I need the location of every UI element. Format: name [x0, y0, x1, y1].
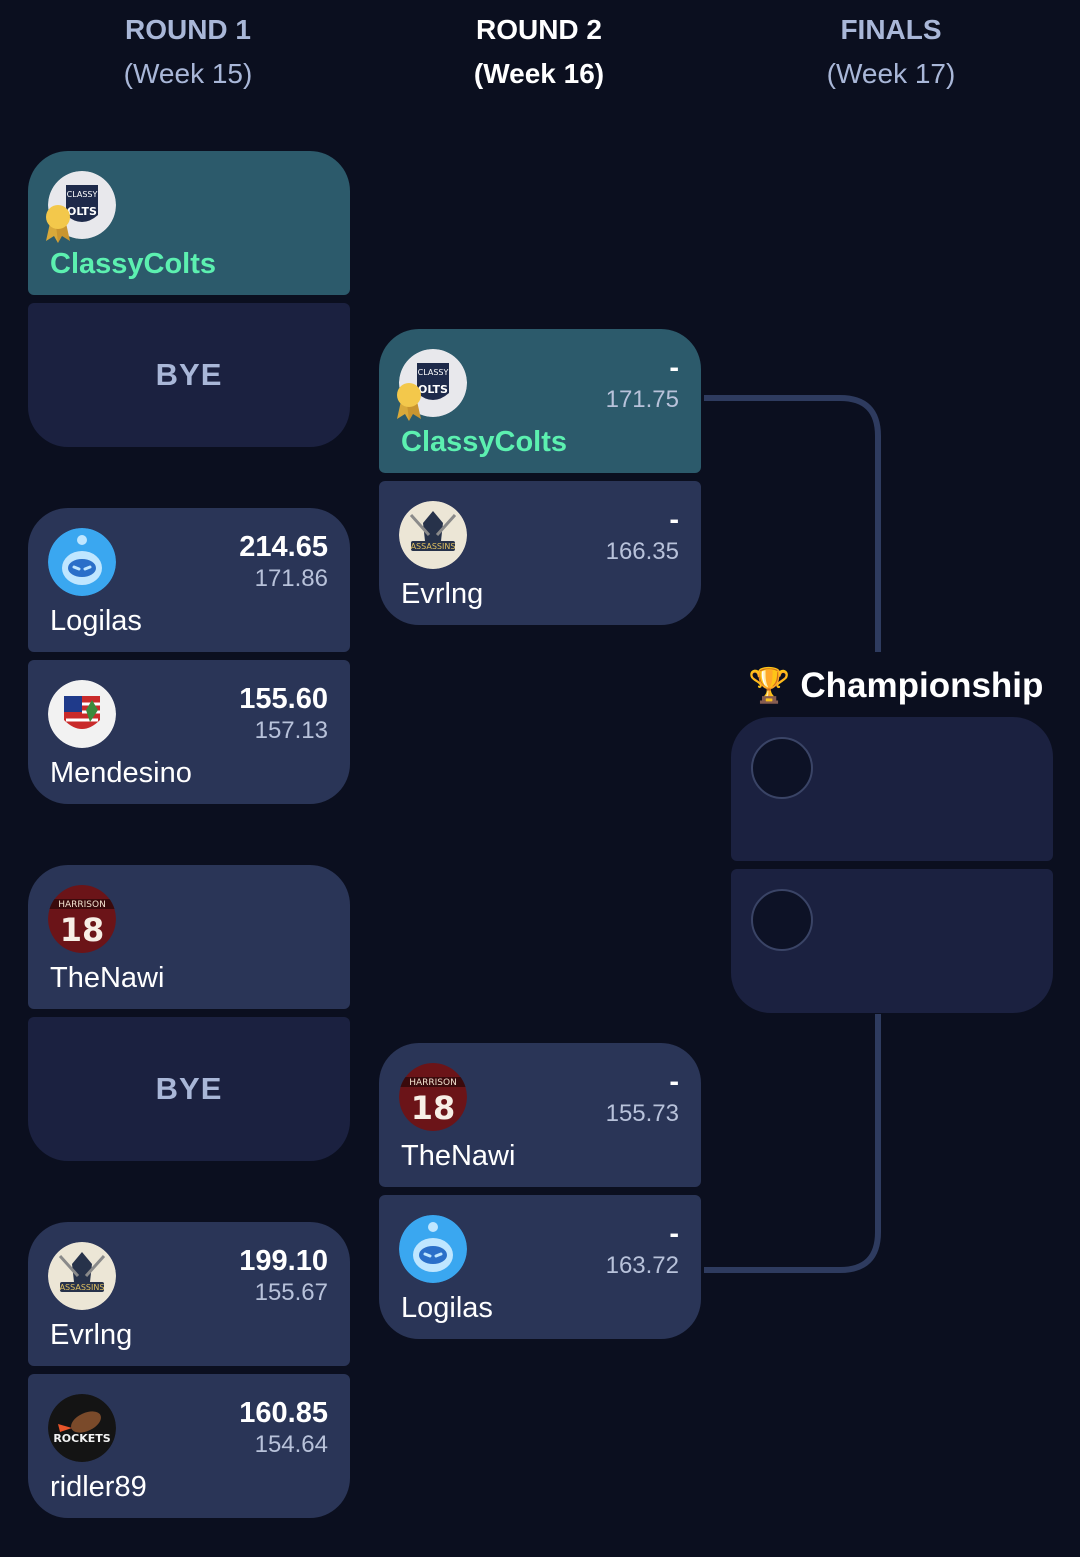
svg-text:18: 18: [60, 911, 105, 949]
bye-card: BYE: [28, 303, 350, 447]
svg-text:CLASSY: CLASSY: [418, 368, 449, 377]
svg-text:OLTS: OLTS: [67, 205, 97, 218]
score-block: 160.85 154.64: [239, 1396, 328, 1460]
score-block: 214.65 171.86: [239, 530, 328, 594]
championship-label: 🏆 Championship: [748, 666, 1043, 706]
team-name: Logilas: [401, 1292, 493, 1324]
svg-text:OLTS: OLTS: [418, 383, 448, 396]
projected-score: 171.86: [254, 565, 328, 592]
score-block: - 171.75: [606, 351, 679, 415]
score-block: - 166.35: [606, 503, 679, 567]
projected-score: 157.13: [254, 717, 328, 744]
flag-shield-logo-icon: [48, 680, 116, 748]
trophy-icon: 🏆: [748, 667, 791, 705]
empty-avatar-placeholder: [751, 737, 813, 799]
team-name: TheNawi: [401, 1140, 516, 1172]
score: -: [669, 1218, 679, 1250]
svg-text:ASSASSINS: ASSASSINS: [60, 1283, 105, 1292]
team-card-classycolts[interactable]: CLASSY OLTS ClassyColts: [28, 151, 350, 295]
winner-ribbon-icon: [393, 381, 425, 421]
team-card-logilas[interactable]: - 163.72 Logilas: [379, 1195, 701, 1339]
svg-text:CLASSY: CLASSY: [67, 190, 98, 199]
svg-text:HARRISON: HARRISON: [58, 900, 106, 910]
projected-score: 155.67: [254, 1279, 328, 1306]
blue-robot-avatar-icon: [48, 528, 116, 596]
round-1-week: (Week 15): [123, 58, 253, 89]
svg-text:ROCKETS: ROCKETS: [53, 1432, 110, 1445]
team-name: ClassyColts: [401, 426, 568, 458]
score-block: - 155.73: [606, 1065, 679, 1129]
team-name: Evrlng: [401, 578, 484, 610]
team-name: Logilas: [50, 605, 142, 637]
team-card-logilas[interactable]: 214.65 171.86 Logilas: [28, 508, 350, 652]
round-1-header[interactable]: ROUND 1 (Week 15): [28, 12, 348, 92]
bye-card: BYE: [28, 1017, 350, 1161]
score-block: 155.60 157.13: [239, 682, 328, 746]
assassins-logo-icon: ASSASSINS: [48, 1242, 116, 1310]
round-2-header[interactable]: ROUND 2 (Week 16): [379, 12, 699, 92]
empty-avatar-placeholder: [751, 889, 813, 951]
projected-score: 163.72: [605, 1252, 679, 1279]
finals-title: FINALS: [840, 14, 942, 45]
blue-robot-avatar-icon: [399, 1215, 467, 1283]
team-name: ClassyColts: [50, 248, 217, 280]
round-2-title: ROUND 2: [475, 14, 602, 45]
team-name: Mendesino: [50, 757, 192, 789]
score: -: [669, 1066, 679, 1098]
finals-week: (Week 17): [826, 58, 956, 89]
svg-text:18: 18: [411, 1089, 456, 1127]
projected-score: 155.73: [605, 1100, 679, 1127]
score: 160.85: [239, 1397, 328, 1429]
score-block: - 163.72: [606, 1217, 679, 1281]
assassins-logo-icon: ASSASSINS: [399, 501, 467, 569]
bye-label: BYE: [155, 1071, 223, 1106]
classycolts-logo-icon: CLASSY OLTS: [399, 349, 467, 417]
championship-title: Championship: [800, 666, 1044, 705]
round-2-week: (Week 16): [473, 58, 605, 89]
projected-score: 166.35: [605, 538, 679, 565]
svg-text:ASSASSINS: ASSASSINS: [411, 542, 456, 551]
team-name: ridler89: [50, 1471, 147, 1503]
score: 155.60: [239, 683, 328, 715]
team-name: TheNawi: [50, 962, 165, 994]
bye-label: BYE: [155, 357, 223, 392]
team-card-ridler89[interactable]: ROCKETS 160.85 154.64 ridler89: [28, 1374, 350, 1518]
projected-score: 154.64: [254, 1431, 328, 1458]
score: 199.10: [239, 1245, 328, 1277]
winner-ribbon-icon: [42, 203, 74, 243]
rockets-logo-icon: ROCKETS: [48, 1394, 116, 1462]
team-name: Evrlng: [50, 1319, 133, 1351]
finals-slot-1[interactable]: [731, 717, 1053, 861]
score-block: 199.10 155.67: [239, 1244, 328, 1308]
team-card-evrlng[interactable]: ASSASSINS - 166.35 Evrlng: [379, 481, 701, 625]
round-1-title: ROUND 1: [124, 14, 251, 45]
score: -: [669, 504, 679, 536]
team-card-classycolts[interactable]: CLASSY OLTS - 171.75 ClassyColts: [379, 329, 701, 473]
score: -: [669, 352, 679, 384]
team-card-evrlng[interactable]: ASSASSINS 199.10 155.67 Evrlng: [28, 1222, 350, 1366]
team-card-mendesino[interactable]: 155.60 157.13 Mendesino: [28, 660, 350, 804]
finals-header[interactable]: FINALS (Week 17): [731, 12, 1051, 92]
finals-slot-2[interactable]: [731, 869, 1053, 1013]
svg-text:HARRISON: HARRISON: [409, 1078, 457, 1088]
score: 214.65: [239, 531, 328, 563]
projected-score: 171.75: [605, 386, 679, 413]
